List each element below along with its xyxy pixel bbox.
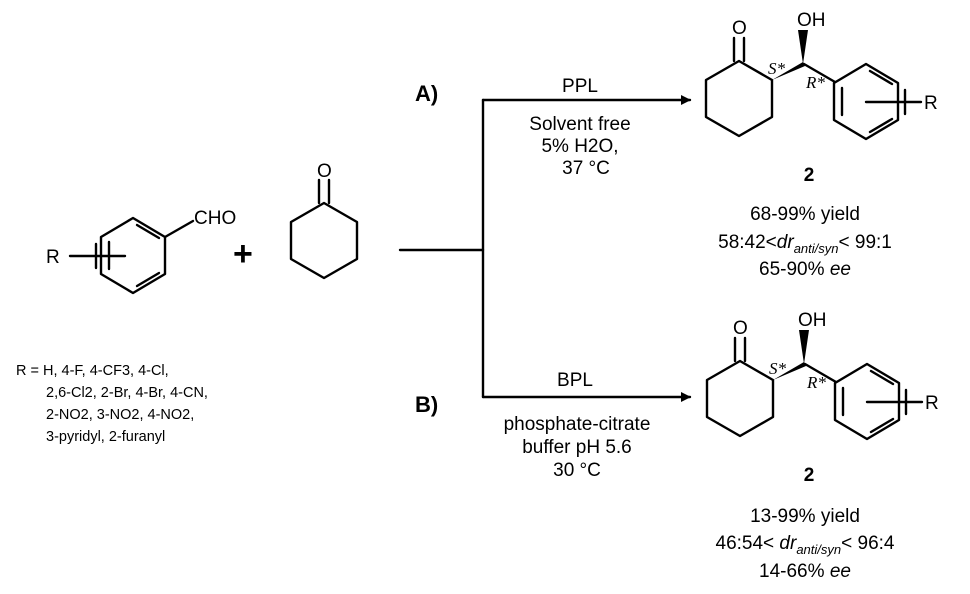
plus-sign: + (233, 235, 253, 273)
r-definition-line: 2,6-Cl2, 2-Br, 4-Br, 4-CN, (46, 385, 208, 401)
product-a-oxygen: O (732, 18, 747, 39)
benzaldehyde-structure: CHO R (46, 208, 236, 295)
product-b-stereo-r: R* (806, 373, 826, 392)
product-b-results: 13-99% yield 46:54< dranti/syn< 96:4 14-… (716, 506, 895, 582)
product-b-hydroxyl: OH (798, 310, 827, 331)
product-b-yield: 13-99% yield (750, 506, 860, 527)
cyclohexane-ring (289, 201, 359, 280)
product-b-dr: 46:54< dranti/syn< 96:4 (716, 533, 895, 557)
route-b-conditions: B) BPL phosphate-citrate buffer pH 5.6 3… (415, 370, 650, 481)
product-a-hydroxyl: OH (797, 10, 826, 31)
product-b-oxygen: O (733, 318, 748, 339)
cyclohexanone-structure: O (289, 161, 359, 280)
product-a-number: 2 (804, 165, 815, 186)
r-definition-line: 2-NO2, 3-NO2, 4-NO2, (46, 407, 194, 423)
product-b-number: 2 (804, 465, 815, 486)
product-a-results: 68-99% yield 58:42<dranti/syn< 99:1 65-9… (718, 204, 892, 280)
route-a-enzyme: PPL (562, 76, 598, 97)
product-a-dr: 58:42<dranti/syn< 99:1 (718, 232, 892, 256)
branching-arrows (398, 95, 692, 402)
route-b-condition: 30 °C (553, 460, 601, 481)
r-substituent-label: R (46, 247, 60, 268)
hashed-bond (773, 362, 806, 380)
cyclohexanone-ring (704, 59, 774, 138)
hashed-bond (772, 62, 805, 80)
wedge-bond (798, 30, 808, 64)
product-b-stereo-s: S* (769, 359, 787, 378)
product-a-r-label: R (924, 93, 938, 114)
route-b-label: B) (415, 392, 438, 417)
route-a-condition: 37 °C (562, 158, 610, 179)
wedge-bond (799, 330, 809, 364)
aldehyde-bond (163, 219, 195, 239)
route-a-condition: 5% H2O, (541, 136, 618, 157)
product-a-stereo-r: R* (805, 73, 825, 92)
benzene-ring (833, 362, 901, 441)
product-b-structure: O OH S* R* R 2 (705, 310, 939, 486)
route-a-condition: Solvent free (529, 114, 630, 135)
r-definition-line: R = H, 4-F, 4-CF3, 4-Cl, (16, 363, 169, 379)
route-a-conditions: A) PPL Solvent free 5% H2O, 37 °C (415, 76, 631, 179)
cyclohexanone-ring (705, 359, 775, 438)
route-b-enzyme: BPL (557, 370, 593, 391)
route-b-condition: phosphate-citrate (504, 414, 651, 435)
benzene-ring (832, 62, 900, 141)
route-b-condition: buffer pH 5.6 (522, 437, 632, 458)
product-b-r-label: R (925, 393, 939, 414)
r-definition-list: R = H, 4-F, 4-CF3, 4-Cl, 2,6-Cl2, 2-Br, … (16, 363, 208, 445)
product-a-stereo-s: S* (768, 59, 786, 78)
ketone-oxygen-label: O (317, 161, 332, 182)
product-a-ee: 65-90% ee (759, 259, 851, 280)
aldehyde-label: CHO (194, 208, 236, 229)
product-b-ee: 14-66% ee (759, 561, 851, 582)
r-definition-line: 3-pyridyl, 2-furanyl (46, 429, 165, 445)
route-a-label: A) (415, 81, 438, 106)
product-a-structure: O OH S* R* R 2 (704, 10, 938, 186)
product-a-yield: 68-99% yield (750, 204, 860, 225)
